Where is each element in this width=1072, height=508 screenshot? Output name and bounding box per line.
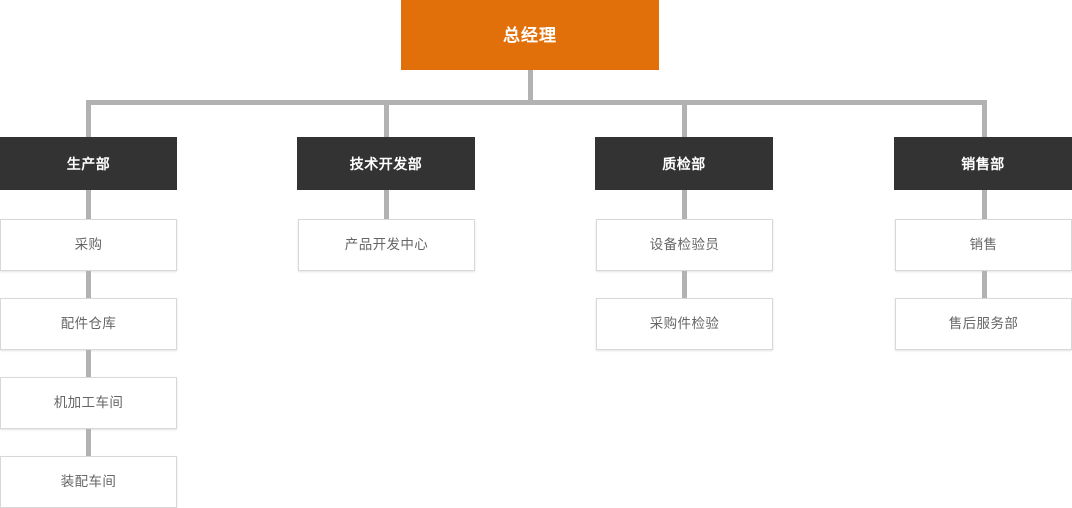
node-production[interactable]: 生产部 <box>0 137 177 190</box>
node-label: 装配车间 <box>60 474 117 490</box>
node-label: 质检部 <box>662 155 706 172</box>
connector-bus-to-tech-development <box>384 100 389 140</box>
node-label: 销售 <box>969 237 998 253</box>
node-label: 产品开发中心 <box>344 237 429 253</box>
node-label: 设备检验员 <box>649 237 720 253</box>
node-label: 销售部 <box>961 155 1005 172</box>
node-sales-department[interactable]: 销售部 <box>894 137 1072 190</box>
node-tech-development[interactable]: 技术开发部 <box>297 137 475 190</box>
node-after-sales-service[interactable]: 售后服务部 <box>895 298 1072 350</box>
node-label: 配件仓库 <box>60 316 117 332</box>
node-parts-warehouse[interactable]: 配件仓库 <box>0 298 177 350</box>
node-label: 机加工车间 <box>53 395 124 411</box>
node-procurement[interactable]: 采购 <box>0 219 177 271</box>
connector-machining-workshop-to-assembly-workshop <box>86 429 91 457</box>
node-sales[interactable]: 销售 <box>895 219 1072 271</box>
node-quality-inspection[interactable]: 质检部 <box>595 137 773 190</box>
node-assembly-workshop[interactable]: 装配车间 <box>0 456 177 508</box>
connector-bus-to-production <box>86 100 91 140</box>
node-equipment-inspector[interactable]: 设备检验员 <box>596 219 773 271</box>
connector-bus-to-sales-department <box>982 100 987 140</box>
connector-tech-development-to-product-development-center <box>384 190 389 220</box>
node-label: 技术开发部 <box>349 155 423 172</box>
connector-root-trunk <box>528 70 533 104</box>
node-purchased-parts-inspection[interactable]: 采购件检验 <box>596 298 773 350</box>
node-label: 采购件检验 <box>649 316 720 332</box>
node-label: 采购 <box>74 237 103 253</box>
connector-parts-warehouse-to-machining-workshop <box>86 350 91 378</box>
node-product-development-center[interactable]: 产品开发中心 <box>298 219 475 271</box>
node-machining-workshop[interactable]: 机加工车间 <box>0 377 177 429</box>
node-label: 总经理 <box>503 25 557 45</box>
connector-sales-to-after-sales-service <box>982 271 987 299</box>
node-label: 售后服务部 <box>948 316 1019 332</box>
connector-department-bus <box>86 100 987 105</box>
connector-procurement-to-parts-warehouse <box>86 271 91 299</box>
node-general-manager[interactable]: 总经理 <box>401 0 659 70</box>
connector-quality-inspection-to-equipment-inspector <box>682 190 687 220</box>
connector-production-to-procurement <box>86 190 91 220</box>
node-label: 生产部 <box>66 155 111 172</box>
connector-sales-department-to-sales <box>982 190 987 220</box>
connector-bus-to-quality-inspection <box>682 100 687 140</box>
connector-equipment-inspector-to-purchased-parts-inspection <box>682 271 687 299</box>
